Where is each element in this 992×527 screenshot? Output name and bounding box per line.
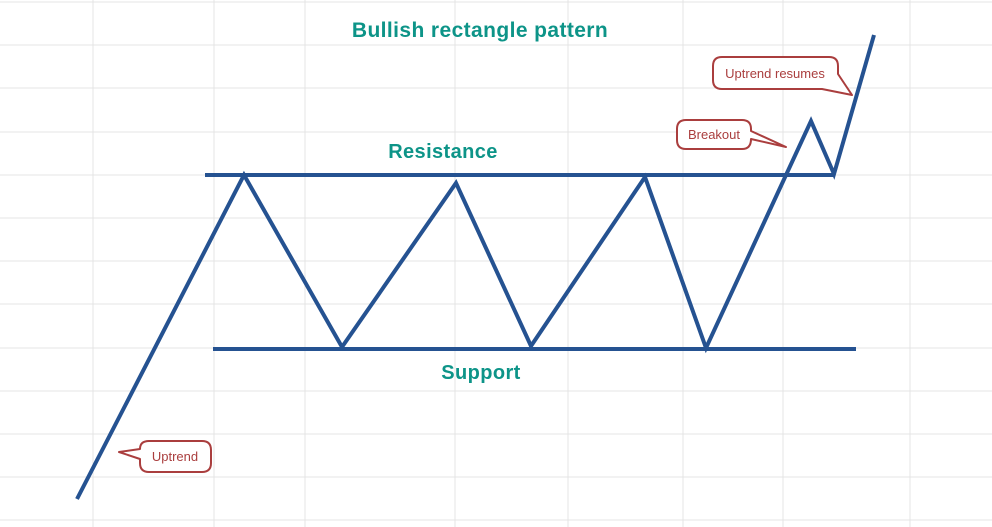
callout-uptrend-resumes-label: Uptrend resumes: [725, 66, 825, 81]
callout-breakout: Breakout: [676, 119, 787, 150]
callout-uptrend: Uptrend: [118, 440, 212, 473]
callout-uptrend-bubble: [118, 440, 212, 473]
callout-uptrend-resumes-bubble: [712, 56, 853, 96]
callout-breakout-bubble: [676, 119, 787, 150]
callout-uptrend-label: Uptrend: [152, 449, 198, 464]
callout-breakout-label: Breakout: [688, 127, 740, 142]
diagram-title: Bullish rectangle pattern: [351, 19, 609, 42]
resistance-label: Resistance: [388, 141, 498, 163]
support-label: Support: [441, 362, 521, 384]
callout-uptrend-resumes: Uptrend resumes: [712, 56, 853, 96]
price-line: [75, 34, 876, 500]
